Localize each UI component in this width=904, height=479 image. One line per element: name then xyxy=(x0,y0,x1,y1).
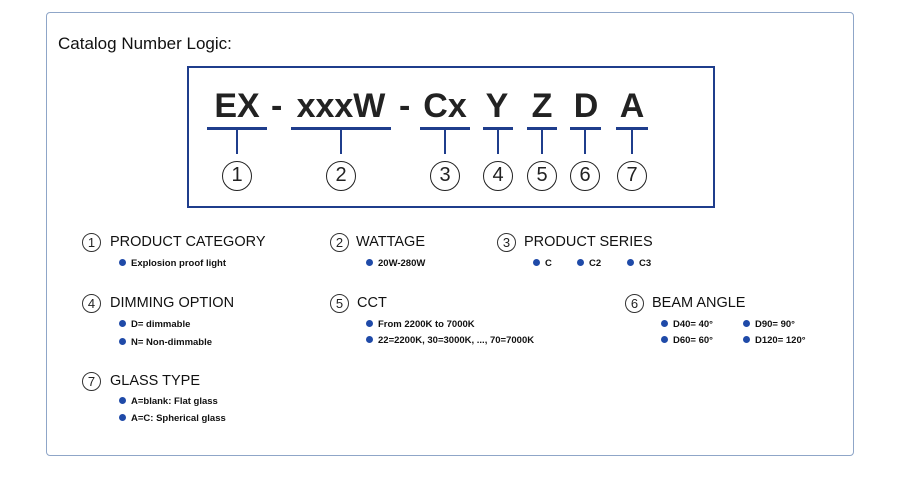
bullet-icon xyxy=(743,320,750,327)
code-segment-glass: A xyxy=(619,87,645,125)
bullet-icon xyxy=(119,259,126,266)
catalog-card xyxy=(46,12,854,456)
legend-number: 4 xyxy=(82,294,101,313)
connector-1 xyxy=(236,130,238,154)
code-number-6: 6 xyxy=(570,161,600,191)
underline-1 xyxy=(207,127,267,130)
list-item: 20W-280W xyxy=(366,258,425,269)
connector-3 xyxy=(444,130,446,154)
list-item: A=blank: Flat glass xyxy=(119,396,218,407)
code-number-3: 3 xyxy=(430,161,460,191)
code-number-2: 2 xyxy=(326,161,356,191)
bullet-icon xyxy=(627,259,634,266)
legend-number: 5 xyxy=(330,294,349,313)
list-item: N= Non-dimmable xyxy=(119,337,212,348)
connector-4 xyxy=(497,130,499,154)
code-segment-dimming: Y xyxy=(485,87,509,125)
bullet-icon xyxy=(743,336,750,343)
page-title: Catalog Number Logic: xyxy=(58,34,232,53)
code-separator: - xyxy=(271,87,283,125)
code-number-7: 7 xyxy=(617,161,647,191)
legend-heading-product-series: PRODUCT SERIES xyxy=(524,234,653,250)
legend-heading-cct: CCT xyxy=(357,295,387,311)
underline-6 xyxy=(570,127,601,130)
list-item: C2 xyxy=(577,258,601,269)
list-item: C3 xyxy=(627,258,651,269)
bullet-icon xyxy=(533,259,540,266)
code-segment-ex: EX xyxy=(214,87,260,125)
code-segment-cct: Z xyxy=(531,87,553,125)
code-number-1: 1 xyxy=(222,161,252,191)
bullet-icon xyxy=(366,336,373,343)
bullet-icon xyxy=(119,338,126,345)
code-segment-series: Cx xyxy=(423,87,467,125)
bullet-icon xyxy=(366,320,373,327)
connector-7 xyxy=(631,130,633,154)
underline-2 xyxy=(291,127,391,130)
bullet-icon xyxy=(119,414,126,421)
code-segment-wattage: xxxW xyxy=(296,87,386,125)
legend-heading-beam-angle: BEAM ANGLE xyxy=(652,295,746,311)
legend-number: 6 xyxy=(625,294,644,313)
underline-5 xyxy=(527,127,557,130)
connector-6 xyxy=(584,130,586,154)
list-item: D60= 60° xyxy=(661,335,713,346)
legend-number: 2 xyxy=(330,233,349,252)
legend-heading-product-category: PRODUCT CATEGORY xyxy=(110,234,266,250)
list-item: From 2200K to 7000K xyxy=(366,319,475,330)
list-item: D40= 40° xyxy=(661,319,713,330)
legend-heading-wattage: WATTAGE xyxy=(356,234,426,250)
underline-4 xyxy=(483,127,513,130)
bullet-icon xyxy=(366,259,373,266)
list-item: D120= 120° xyxy=(743,335,806,346)
list-item: Explosion proof light xyxy=(119,258,226,269)
list-item: A=C: Spherical glass xyxy=(119,413,226,424)
list-item: 22=2200K, 30=3000K, ..., 70=7000K xyxy=(366,335,534,346)
list-item: D= dimmable xyxy=(119,319,190,330)
bullet-icon xyxy=(661,336,668,343)
bullet-icon xyxy=(661,320,668,327)
connector-5 xyxy=(541,130,543,154)
bullet-icon xyxy=(577,259,584,266)
legend-heading-glass-type: GLASS TYPE xyxy=(110,373,200,389)
underline-7 xyxy=(616,127,648,130)
code-separator: - xyxy=(399,87,411,125)
code-number-4: 4 xyxy=(483,161,513,191)
connector-2 xyxy=(340,130,342,154)
catalog-code-box xyxy=(187,66,715,208)
legend-number: 1 xyxy=(82,233,101,252)
code-number-5: 5 xyxy=(527,161,557,191)
legend-heading-dimming-option: DIMMING OPTION xyxy=(110,295,235,311)
list-item: C xyxy=(533,258,552,269)
bullet-icon xyxy=(119,320,126,327)
bullet-icon xyxy=(119,397,126,404)
underline-3 xyxy=(420,127,470,130)
legend-number: 7 xyxy=(82,372,101,391)
code-segment-beam: D xyxy=(573,87,599,125)
list-item: D90= 90° xyxy=(743,319,795,330)
legend-number: 3 xyxy=(497,233,516,252)
